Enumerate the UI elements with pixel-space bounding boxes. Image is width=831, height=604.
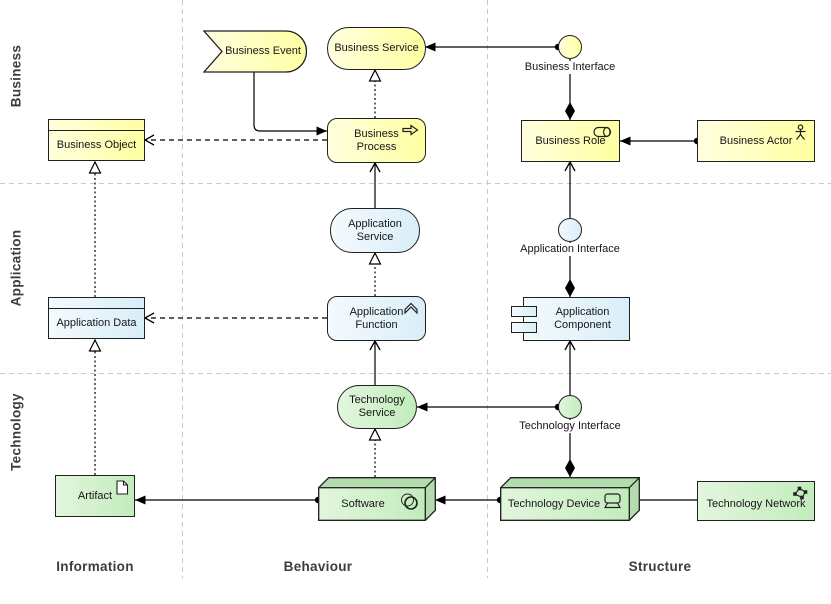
node-technology-network[interactable]: Technology Network: [697, 481, 815, 521]
node-business-actor[interactable]: Business Actor: [697, 120, 815, 162]
artifact-document-icon: [116, 480, 129, 495]
software-label: Software: [341, 498, 385, 510]
application-function-label: Application Function: [349, 305, 404, 331]
system-software-icon: [404, 496, 418, 510]
node-application-function[interactable]: Application Function: [327, 296, 426, 341]
node-business-role[interactable]: Business Role: [521, 120, 620, 162]
business-interface-label: Business Interface: [522, 61, 618, 74]
node-application-interface[interactable]: [558, 218, 582, 242]
node-artifact[interactable]: Artifact: [55, 475, 135, 517]
business-process-label: Business Process: [354, 127, 399, 153]
layer-label-application: Application: [8, 229, 24, 307]
node-business-object[interactable]: Business Object: [48, 119, 145, 161]
actor-icon: [795, 124, 806, 140]
artifact-label: Artifact: [77, 489, 113, 502]
application-component-label: Application Component: [554, 306, 611, 331]
business-actor-label: Business Actor: [719, 134, 793, 147]
node-application-component[interactable]: Application Component: [523, 297, 630, 341]
grid-lines: [0, 0, 831, 578]
component-tab-top: [511, 306, 537, 317]
technology-device-label: Technology Device: [507, 498, 601, 510]
component-tab-bottom: [511, 322, 537, 333]
business-event-shape: [202, 30, 308, 73]
node-business-event[interactable]: Business Event: [202, 30, 308, 73]
application-interface-label: Application Interface: [518, 243, 622, 256]
node-application-data[interactable]: Application Data: [48, 297, 145, 339]
node-technology-interface[interactable]: [558, 395, 582, 419]
triggering-event-to-process[interactable]: [253, 72, 327, 136]
layer-label-technology: Technology: [8, 393, 24, 471]
node-business-process[interactable]: Business Process: [327, 118, 426, 163]
node-application-service[interactable]: Application Service: [330, 208, 420, 253]
application-data-label: Application Data: [56, 316, 137, 329]
function-chevron-icon: [404, 302, 418, 314]
node-technology-device[interactable]: Technology Device: [500, 477, 640, 522]
business-role-label: Business Role: [535, 134, 606, 147]
network-icon: [793, 486, 808, 500]
node-business-interface[interactable]: [558, 35, 582, 59]
node-software[interactable]: Software: [318, 477, 436, 522]
role-icon: [593, 126, 612, 138]
business-object-title-band: [48, 119, 145, 131]
technology-service-label: Technology Service: [349, 394, 405, 419]
application-data-title-band: [48, 297, 145, 309]
business-service-label: Business Service: [334, 42, 419, 54]
technology-interface-label: Technology Interface: [517, 420, 623, 433]
layer-label-business: Business: [8, 44, 24, 108]
device-monitor-icon: [603, 493, 622, 509]
application-service-label: Application Service: [348, 217, 402, 243]
node-technology-service[interactable]: Technology Service: [337, 385, 417, 429]
technology-network-label: Technology Network: [706, 497, 806, 510]
column-label-behaviour: Behaviour: [283, 559, 353, 574]
business-object-label: Business Object: [56, 138, 137, 151]
business-event-label: Business Event: [225, 45, 301, 57]
column-label-information: Information: [56, 559, 134, 574]
column-label-structure: Structure: [628, 559, 692, 574]
node-business-service[interactable]: Business Service: [327, 27, 426, 70]
software-node-shape: [318, 477, 436, 521]
process-arrow-icon: [402, 124, 419, 136]
